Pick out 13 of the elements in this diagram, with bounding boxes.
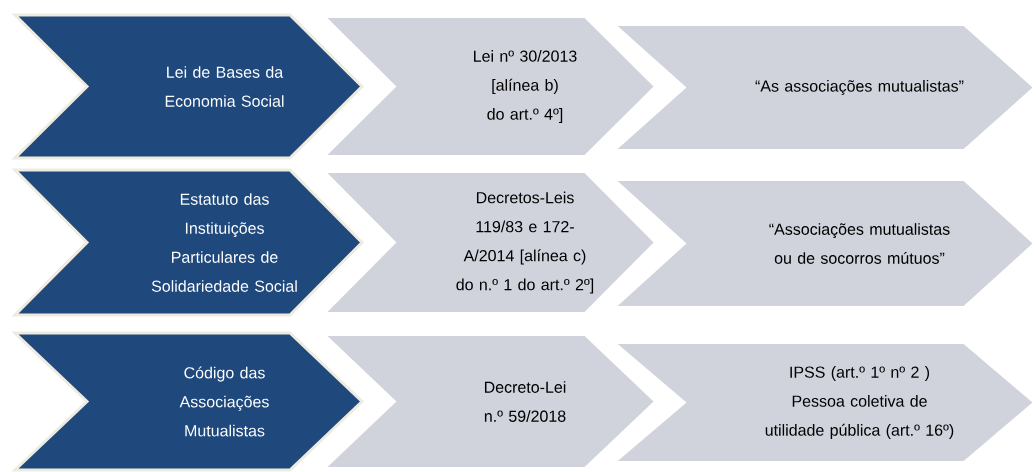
node-label: “As associações mutualistas” [755,80,964,95]
chevron-box: IPSS (art.º 1º nº 2 ) Pessoa coletiva de utilidade pública (art.º 16º) [612,342,1036,463]
chevron-box: Lei nº 30/2013 [alínea b) do art.º 4º] [322,16,657,157]
node-label: IPSS (art.º 1º nº 2 ) [790,366,930,381]
chevron-box: “Associações mutualistas ou de socorros mútuos” [612,179,1036,308]
chevron-box: Código das Associações Mutualistas [11,331,365,472]
chevron-box: Lei de Bases da Economia Social [11,13,365,160]
chevron-box: Decreto-Lei n.º 59/2018 [322,334,657,469]
node-label: Pessoa coletiva de utilidade pública (art.º 16º) [765,395,954,439]
chevron-box: “As associações mutualistas” [612,24,1036,151]
chevron-box: Estatuto das Instituições Particulares de Solidariedade Social [11,168,365,317]
chevron-box: Decretos-Leis 119/83 e 172-A/2014 [alínea c) do n.º 1 do art.º 2º] [322,171,657,314]
node-label: “Associações mutualistas ou de socorros mútuos” [769,223,950,264]
